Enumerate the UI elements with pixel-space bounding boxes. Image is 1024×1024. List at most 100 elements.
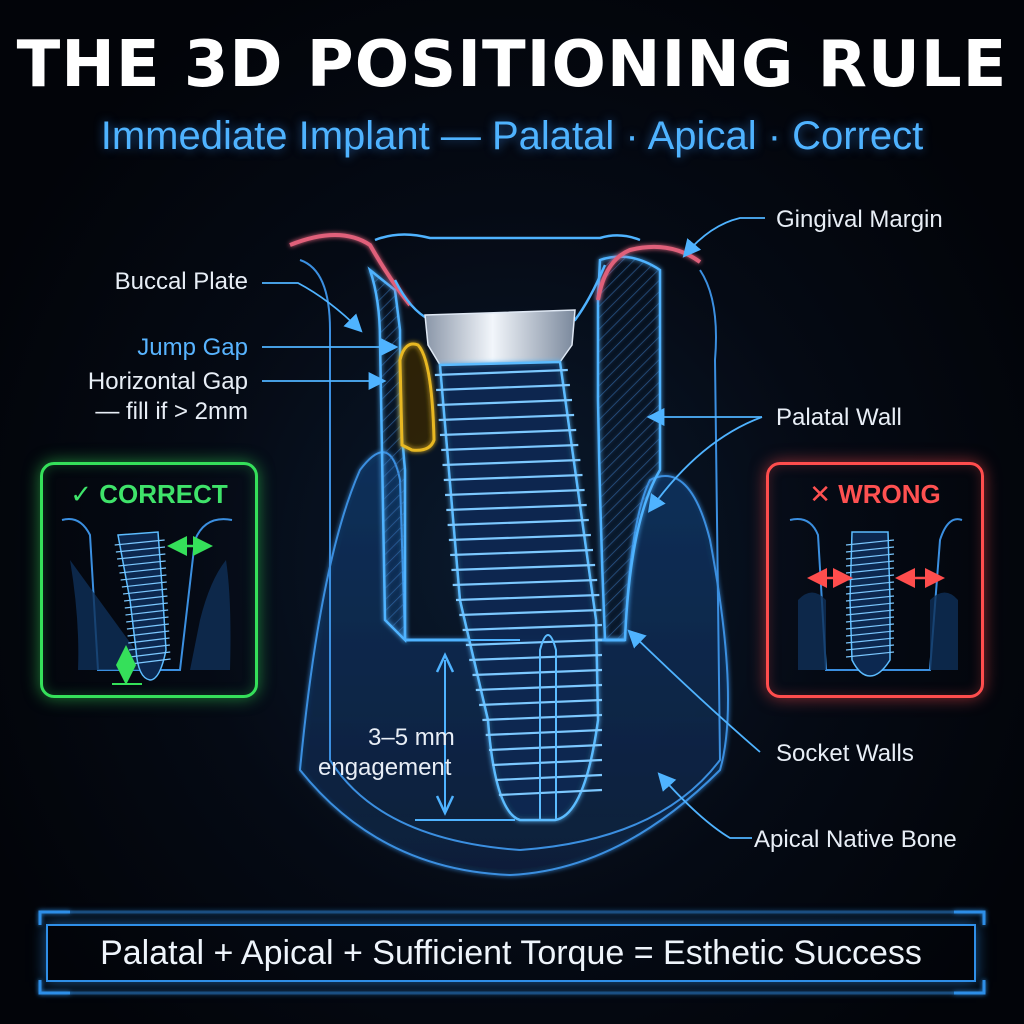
wrong-panel: ✕ WRONG: [766, 462, 984, 698]
summary-banner: Palatal + Apical + Sufficient Torque = E…: [32, 910, 992, 996]
label-horizontal-gap: Horizontal Gap: [87, 368, 248, 395]
thread-line: [482, 713, 603, 722]
thread-line: [488, 743, 603, 752]
thread-line: [129, 651, 171, 658]
label-engagement: engagement: [318, 754, 452, 781]
thread-line: [441, 443, 579, 452]
thread-line: [845, 651, 895, 658]
thread-line: [845, 637, 895, 644]
thread-line: [845, 616, 895, 623]
thread-line: [127, 630, 170, 637]
wrong-panel-title: ✕ WRONG: [769, 479, 981, 510]
thread-line: [845, 574, 895, 581]
thread-line: [451, 563, 596, 572]
thread-line: [845, 623, 895, 630]
thread-line: [434, 368, 568, 377]
thread-line: [446, 503, 587, 512]
label-jump-gap: Jump Gap: [137, 334, 248, 361]
thread-line: [845, 588, 895, 595]
thread-line: [845, 602, 895, 609]
wrong-mini-diagram: [789, 518, 963, 677]
thread-line: [115, 546, 166, 553]
page-title: THE 3D POSITIONING RULE: [16, 28, 1008, 102]
leader-lines: [262, 217, 765, 839]
thread-line: [122, 588, 168, 595]
correct-panel-title: ✓ CORRECT: [43, 479, 255, 510]
page-subtitle: Immediate Implant — Palatal · Apical · C…: [100, 114, 924, 158]
thread-line: [495, 773, 603, 782]
thread-line: [492, 758, 603, 767]
cross-icon: ✕: [809, 479, 831, 509]
thread-line: [845, 567, 895, 574]
gingiva-left: [289, 233, 412, 307]
thread-line: [117, 553, 166, 560]
thread-line: [126, 616, 169, 623]
correct-mini-diagram: [61, 518, 233, 685]
thread-line: [443, 473, 583, 482]
thread-line: [126, 623, 169, 630]
thread-line: [469, 653, 603, 662]
thread-line: [121, 581, 167, 588]
correct-label: CORRECT: [99, 479, 228, 509]
thread-line: [439, 428, 577, 437]
thread-line: [436, 383, 570, 392]
thread-line: [845, 630, 895, 637]
label-buccal-plate: Buccal Plate: [114, 268, 248, 295]
thread-line: [124, 602, 168, 609]
thread-line: [459, 608, 602, 617]
thread-line: [442, 458, 581, 467]
label-palatal-wall: Palatal Wall: [776, 404, 902, 431]
summary-formula: Palatal + Apical + Sufficient Torque = E…: [46, 924, 976, 982]
wrong-label: WRONG: [838, 479, 941, 509]
thread-line: [475, 683, 603, 692]
thread-line: [124, 595, 168, 602]
label-horizontal-gap-note: — fill if > 2mm: [95, 398, 248, 425]
thread-line: [845, 546, 895, 553]
engagement-dimension: [415, 639, 520, 821]
thread-line: [128, 637, 170, 644]
thread-line: [455, 593, 600, 602]
thread-line: [130, 658, 171, 665]
correct-panel: ✓ CORRECT: [40, 462, 258, 698]
thread-line: [845, 644, 895, 651]
thread-line: [465, 638, 603, 647]
palatal-wall: [596, 255, 662, 642]
thread-line: [845, 595, 895, 602]
label-apical-native-bone: Apical Native Bone: [754, 826, 957, 853]
thread-line: [472, 668, 603, 677]
check-icon: ✓: [70, 479, 92, 509]
emergence-outline: [374, 233, 641, 242]
thread-line: [845, 560, 895, 567]
thread-line: [119, 567, 167, 574]
thread-line: [845, 609, 895, 616]
banner-frame: [38, 910, 986, 995]
thread-line: [114, 539, 165, 546]
outer-contour-left: [299, 259, 521, 851]
thread-line: [447, 518, 589, 527]
label-gingival-margin: Gingival Margin: [776, 206, 943, 233]
thread-line: [845, 553, 895, 560]
thread-line: [448, 533, 591, 542]
apical-groove: [539, 634, 557, 820]
label-engagement-value: 3–5 mm: [368, 724, 455, 751]
gingiva-right: [596, 244, 702, 301]
thread-line: [438, 413, 575, 422]
implant-collar: [424, 309, 576, 366]
thread-line: [125, 609, 169, 616]
thread-line: [445, 488, 585, 497]
thread-line: [452, 578, 598, 587]
thread-line: [845, 581, 895, 588]
outer-contour-right: [519, 269, 722, 851]
implant-threads: [434, 368, 603, 797]
thread-line: [118, 560, 166, 567]
thread-line: [120, 574, 167, 581]
thread-line: [437, 398, 573, 407]
thread-line: [450, 548, 594, 557]
label-socket-walls: Socket Walls: [776, 740, 914, 767]
thread-line: [845, 539, 895, 546]
thread-line: [462, 623, 603, 632]
thread-line: [485, 728, 603, 737]
jump-gap: [398, 342, 436, 452]
thread-line: [498, 788, 603, 797]
